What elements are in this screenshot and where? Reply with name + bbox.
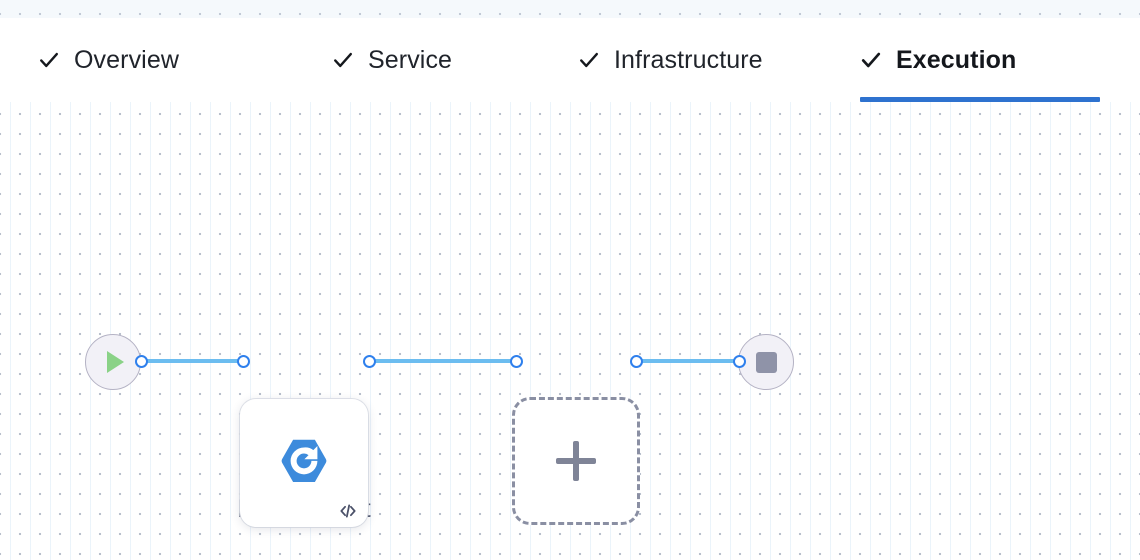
edge-rollout-to-add-step[interactable] [366, 359, 518, 363]
port-add-step-input[interactable] [510, 355, 523, 368]
check-icon [332, 49, 354, 71]
add-step-node[interactable] [512, 397, 640, 525]
play-icon [107, 351, 124, 373]
edges-layer [0, 102, 1140, 560]
rollout-deployment-icon [278, 435, 330, 487]
check-icon [860, 49, 882, 71]
stop-icon [755, 351, 777, 373]
tab-active-underline [860, 97, 1100, 102]
step-node-rollout-deployment[interactable] [240, 399, 368, 527]
edge-start-to-rollout[interactable] [140, 359, 244, 363]
tab-overview-label: Overview [74, 45, 179, 74]
tab-service-label: Service [368, 45, 453, 74]
tab-overview[interactable]: Overview [38, 18, 252, 102]
check-icon [38, 49, 60, 71]
port-rollout-input[interactable] [237, 355, 250, 368]
port-rollout-output[interactable] [363, 355, 376, 368]
tab-infrastructure-label: Infrastructure [614, 45, 763, 74]
tab-infrastructure[interactable]: Infrastructure [578, 18, 826, 102]
execution-pipeline-graph: Rollout Deployment Add step [0, 102, 1140, 560]
wizard-tab-bar: Overview Service Infrastructure Executio… [0, 18, 1140, 102]
port-add-step-output[interactable] [630, 355, 643, 368]
code-icon [338, 501, 358, 521]
pipeline-end-node[interactable] [738, 334, 794, 390]
canvas-top-strip [0, 0, 1140, 18]
port-start-output[interactable] [135, 355, 148, 368]
tab-execution-label: Execution [896, 45, 1017, 74]
plus-icon [556, 441, 596, 481]
tab-service[interactable]: Service [332, 18, 498, 102]
tab-execution[interactable]: Execution [860, 18, 1100, 102]
check-icon [578, 49, 600, 71]
pipeline-start-node[interactable] [85, 334, 141, 390]
edge-add-step-to-end[interactable] [634, 359, 740, 363]
port-end-input[interactable] [733, 355, 746, 368]
